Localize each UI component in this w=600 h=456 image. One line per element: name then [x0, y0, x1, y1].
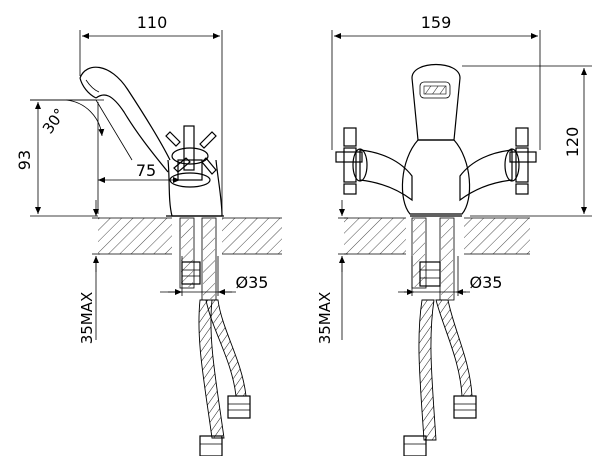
countertop-right [344, 216, 530, 256]
shank-and-hoses-left [179, 217, 251, 456]
dim-spout-reach: 75 [136, 161, 156, 180]
cross-handle-right [509, 127, 537, 195]
dim-spout-angle: 30° [39, 105, 69, 137]
dim-front-width: 159 [421, 13, 452, 32]
dim-counter-thickness-right: 35MAX [316, 292, 334, 345]
shank-and-hoses-right [403, 217, 477, 456]
dim-total-height: 120 [563, 127, 582, 158]
cross-handle-left [335, 127, 363, 195]
dim-spout-height: 93 [15, 150, 34, 170]
side-dimensions [30, 30, 236, 340]
dim-side-width: 110 [137, 13, 168, 32]
cross-handle-side [165, 125, 217, 188]
faucet-front-body [335, 63, 537, 217]
dim-counter-thickness-left: 35MAX [78, 292, 96, 345]
faucet-side-profile [79, 66, 224, 217]
front-view: 159 120 35MAX Ø35 [316, 13, 592, 456]
dim-hole-diameter-left: Ø35 [236, 273, 269, 292]
front-dimensions [331, 30, 592, 340]
side-view: 110 93 30° 75 35MAX Ø35 [15, 13, 282, 456]
dim-hole-diameter-right: Ø35 [470, 273, 503, 292]
